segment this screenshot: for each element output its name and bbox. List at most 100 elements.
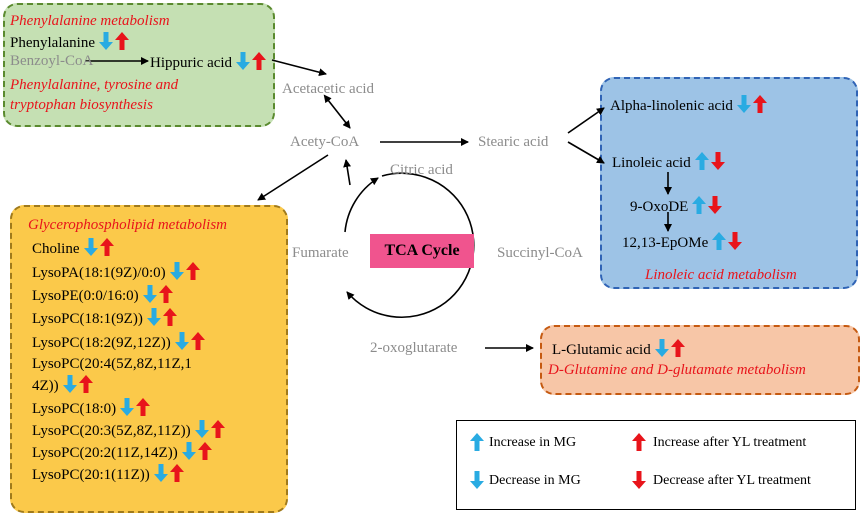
increase-yl-icon xyxy=(210,420,225,438)
phenylalanine-label: Phenylalanine xyxy=(10,32,130,55)
glycero-item-text: LysoPC(18:0) xyxy=(32,401,117,417)
glycero-item: LysoPC(20:4(5Z,8Z,11Z,1 xyxy=(32,355,192,373)
linoleic-acid-text: Linoleic acid xyxy=(612,155,691,171)
phenylalanine-text: Phenylalanine xyxy=(10,35,95,51)
decrease-mg-icon xyxy=(146,308,161,326)
benzoyl-coa-label: Benzoyl-CoA xyxy=(10,53,94,69)
l-glutamic-acid-text: L-Glutamic acid xyxy=(552,342,651,358)
glycero-item-change-icons xyxy=(142,285,174,308)
increase-mg-icon xyxy=(712,232,727,250)
glycero-item: LysoPE(0:0/16:0) xyxy=(32,285,174,308)
increase-yl-icon xyxy=(252,52,267,70)
increase-yl-icon xyxy=(78,375,93,393)
phenylalanine-tyrosine-title-line2: tryptophan biosynthesis xyxy=(10,97,153,113)
glycero-item-change-icons xyxy=(146,308,178,331)
increase-yl-icon xyxy=(190,332,205,350)
glycero-item-text: LysoPC(20:4(5Z,8Z,11Z,1 xyxy=(32,356,192,372)
increase-mg-icon xyxy=(692,196,707,214)
glutamine-box xyxy=(540,325,860,395)
decrease-mg-icon xyxy=(142,285,157,303)
oxode-label: 9-OxoDE xyxy=(630,196,723,219)
decrease-mg-icon xyxy=(153,464,168,482)
succinyl-coa-label: Succinyl-CoA xyxy=(497,245,583,261)
legend-down-red-icon xyxy=(631,471,647,494)
oxoglutarate-label: 2-oxoglutarate xyxy=(370,340,458,356)
tca-cycle-arc-top xyxy=(344,177,379,233)
decrease-mg-icon xyxy=(98,32,113,50)
increase-yl-icon xyxy=(670,339,685,357)
glycero-item: LysoPA(18:1(9Z)/0:0) xyxy=(32,262,201,285)
glycero-item-change-icons xyxy=(119,398,151,421)
decrease-mg-icon xyxy=(120,398,135,416)
glycero-item-text: Choline xyxy=(32,241,80,257)
increase-yl-icon xyxy=(136,398,151,416)
legend-down-blue-icon xyxy=(469,471,485,494)
acety-coa-label: Acety-CoA xyxy=(290,134,360,150)
citric-acid-label: Citric acid xyxy=(390,162,453,178)
phenylalanine-change-icons xyxy=(98,32,130,55)
l-glutamic-change-icons xyxy=(654,339,686,362)
decrease-yl-icon xyxy=(710,152,725,170)
legend-up-red-icon xyxy=(631,433,647,456)
alpha-linolenic-change-icons xyxy=(736,95,768,118)
glycero-item: LysoPC(18:2(9Z,12Z)) xyxy=(32,332,206,355)
decrease-mg-icon xyxy=(181,442,196,460)
acetacetic-acid-label: Acetacetic acid xyxy=(282,81,375,97)
glycero-item-text: 4Z)) xyxy=(32,378,59,394)
arrow-down-icon xyxy=(632,471,646,489)
linoleic-acid-change-icons xyxy=(694,152,726,175)
glycero-item-change-icons xyxy=(153,464,185,487)
glycero-item: LysoPC(20:2(11Z,14Z)) xyxy=(32,442,213,465)
glycero-item: LysoPC(20:3(5Z,8Z,11Z)) xyxy=(32,420,226,443)
hippuric-acid-change-icons xyxy=(235,52,267,75)
glycero-item-change-icons xyxy=(83,238,115,261)
glycero-item: Choline xyxy=(32,238,115,261)
hippuric-acid-label: Hippuric acid xyxy=(150,52,267,75)
decrease-mg-icon xyxy=(654,339,669,357)
glycero-item-text: LysoPC(18:2(9Z,12Z)) xyxy=(32,335,171,351)
hippuric-acid-text: Hippuric acid xyxy=(150,55,233,71)
arrow-hippuric-acetacetic xyxy=(271,59,327,77)
arrow-acetacetic-acetycoa xyxy=(323,94,351,129)
decrease-yl-icon xyxy=(728,232,743,250)
legend-increase-yl: Increase after YL treatment xyxy=(653,435,807,450)
l-glutamic-acid-label: L-Glutamic acid xyxy=(552,339,686,362)
glycero-item-text: LysoPC(20:3(5Z,8Z,11Z)) xyxy=(32,423,191,439)
arrow-up-icon xyxy=(470,433,484,451)
arrow-down-icon xyxy=(470,471,484,489)
tca-cycle-box: TCA Cycle xyxy=(370,234,474,268)
glutamine-metabolism-title: D-Glutamine and D-glutamate metabolism xyxy=(548,362,806,378)
oxode-text: 9-OxoDE xyxy=(630,199,689,215)
legend-increase-mg: Increase in MG xyxy=(489,435,577,450)
glycero-item: LysoPC(18:1(9Z)) xyxy=(32,308,178,331)
arrow-stearic-alpha xyxy=(567,107,605,134)
decrease-mg-icon xyxy=(236,52,251,70)
glycero-item-text: LysoPC(20:1(11Z)) xyxy=(32,467,150,483)
decrease-mg-icon xyxy=(83,238,98,256)
fumarate-label: Fumarate xyxy=(292,245,349,261)
glycero-item: LysoPC(18:0) xyxy=(32,398,151,421)
legend: Increase in MG Decrease in MG Increase a… xyxy=(456,420,856,510)
decrease-mg-icon xyxy=(194,420,209,438)
increase-yl-icon xyxy=(158,285,173,303)
glycero-item-change-icons xyxy=(62,375,94,398)
glycero-item-change-icons xyxy=(181,442,213,465)
glycero-item-change-icons xyxy=(194,420,226,443)
glycero-item-text: LysoPC(18:1(9Z)) xyxy=(32,311,143,327)
epome-change-icons xyxy=(711,232,743,255)
glycerophospholipid-metabolism-title: Glycerophospholipid metabolism xyxy=(28,217,228,233)
glycero-item-text: LysoPA(18:1(9Z)/0:0) xyxy=(32,265,166,281)
phenylalanine-tyrosine-title-line1: Phenylalanine, tyrosine and xyxy=(10,77,179,93)
glycerophospholipid-box xyxy=(10,205,288,513)
decrease-yl-icon xyxy=(708,196,723,214)
linoleic-box xyxy=(600,77,858,289)
decrease-mg-icon xyxy=(736,95,751,113)
arrow-stearic-linoleic xyxy=(567,141,605,164)
oxode-change-icons xyxy=(691,196,723,219)
increase-yl-icon xyxy=(99,238,114,256)
decrease-mg-icon xyxy=(62,375,77,393)
epome-text: 12,13-EpOMe xyxy=(622,235,709,251)
increase-yl-icon xyxy=(185,262,200,280)
